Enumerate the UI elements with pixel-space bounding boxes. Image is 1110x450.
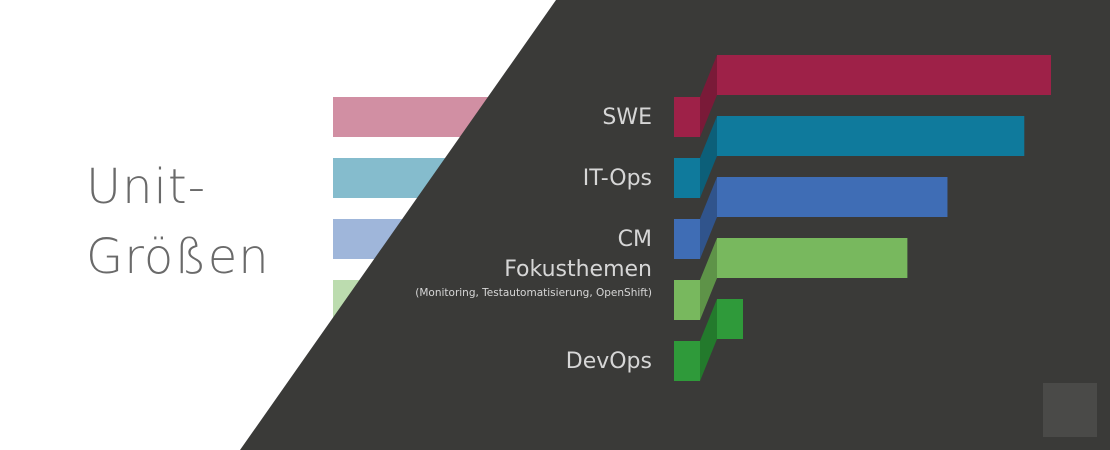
bar-connector [700,55,717,137]
bar-connector [700,177,717,259]
category-label: IT-Ops [583,166,652,191]
bar [717,238,908,278]
bar-front-block [674,280,700,320]
title-dash: - [187,159,207,215]
bar-front-block [674,219,700,259]
bar-connector [700,116,717,198]
category-label: DevOps [566,349,652,374]
category-label: Fokusthemen [504,257,652,282]
bar-front-block [674,158,700,198]
title-line-2: Größen [86,229,270,285]
bar [717,177,948,217]
category-label: SWE [602,105,652,130]
bar-connector [700,238,717,320]
title-line-1: Unit- [86,163,206,211]
bar-front-block [674,97,700,137]
bar [717,116,1025,156]
bar-front-block [674,341,700,381]
bar [717,299,743,339]
title-main: Unit [86,159,188,215]
bar [717,55,1051,95]
category-label: CM [618,227,652,252]
category-sublabel: (Monitoring, Testautomatisierung, OpenSh… [415,287,652,299]
corner-square [1043,383,1097,437]
bar-connector [700,299,717,381]
